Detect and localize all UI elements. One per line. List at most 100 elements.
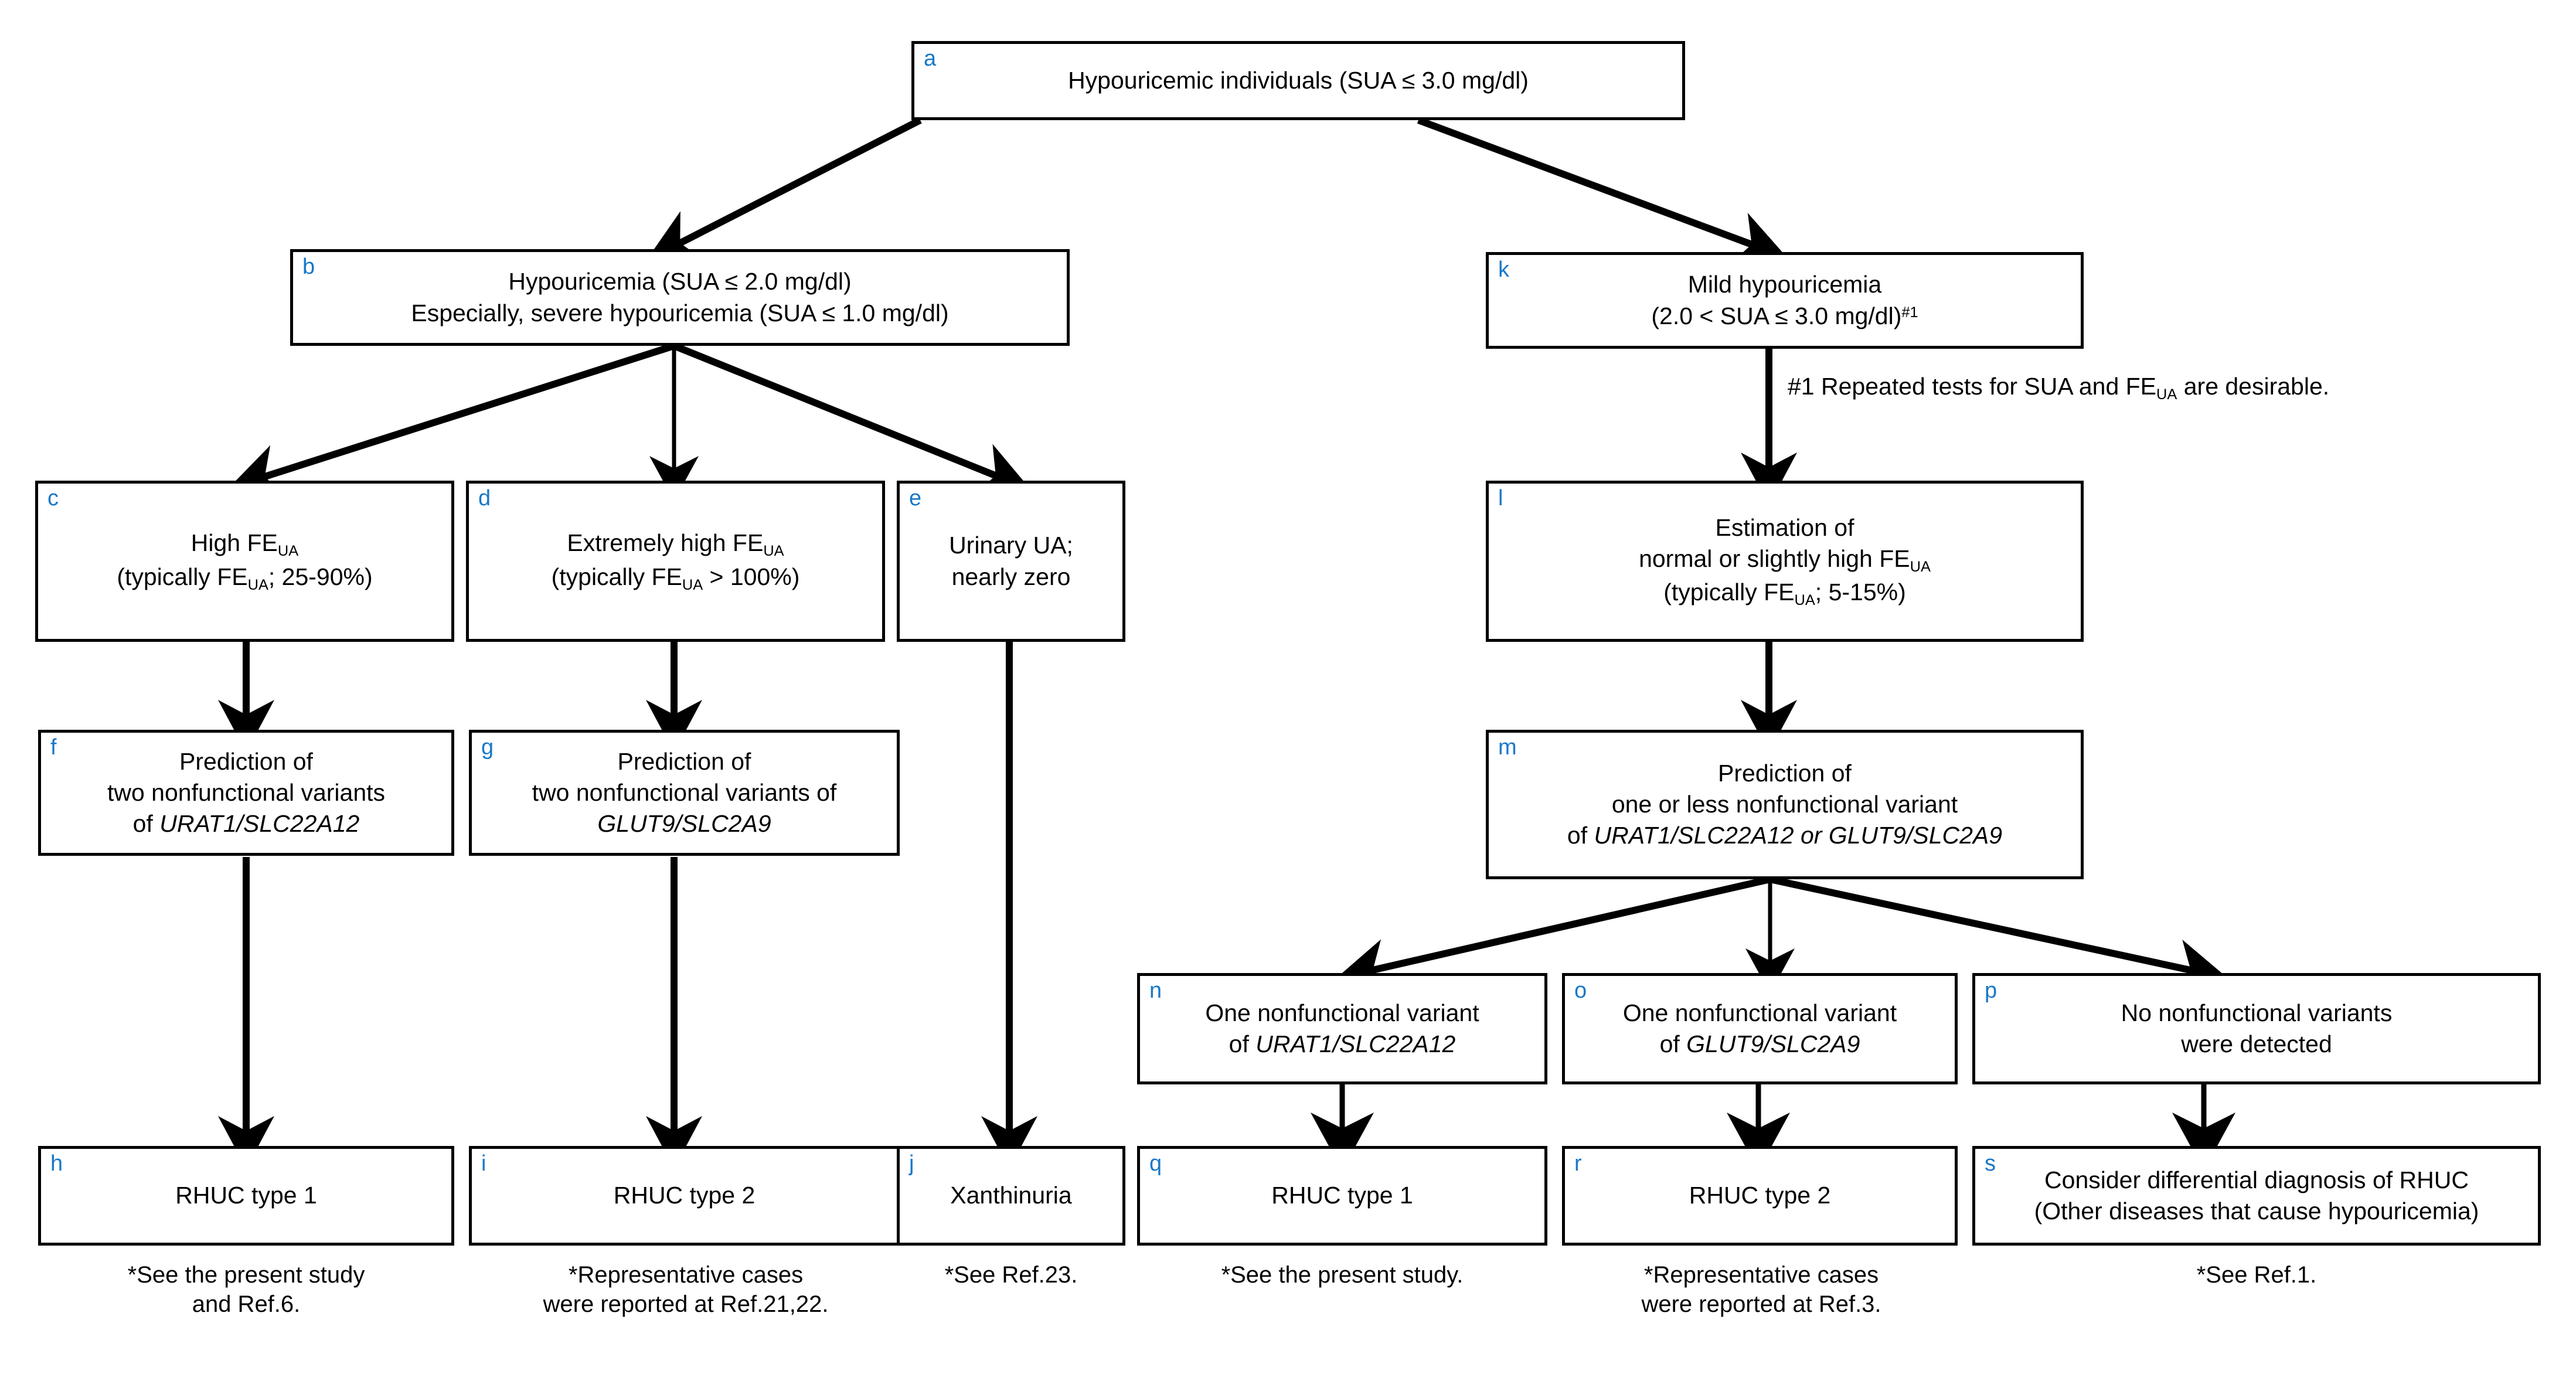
node-q[interactable]: q RHUC type 1 [1137,1146,1547,1246]
footnote-1-suffix: are desirable. [2177,373,2330,400]
node-c-l2sub: UA [247,576,268,593]
node-h[interactable]: h RHUC type 1 [38,1146,454,1246]
node-i[interactable]: i RHUC type 2 [469,1146,900,1246]
node-r[interactable]: r RHUC type 2 [1562,1146,1958,1246]
node-b[interactable]: b Hypouricemia (SUA ≤ 2.0 mg/dl)Especial… [290,249,1070,346]
node-e-line2: nearly zero [951,563,1071,590]
node-e-text: Urinary UA; nearly zero [943,530,1079,593]
node-i-tag: i [481,1151,486,1176]
node-l-tag: l [1498,486,1503,511]
node-l-l2a: normal or slightly high FE [1639,545,1910,572]
node-m[interactable]: m Prediction of one or less nonfunctional… [1486,730,2084,879]
edge-a-to-b [646,117,922,261]
node-k-l2a: (2.0 < SUA ≤ 3.0 mg/dl) [1651,302,1902,329]
node-a[interactable]: a Hypouricemic individuals (SUA ≤ 3.0 mg… [911,41,1685,120]
edge-b-to-e [672,342,1031,496]
node-r-text: RHUC type 2 [1689,1182,1831,1209]
node-a-text: Hypouricemic individuals (SUA ≤ 3.0 mg/d… [1068,66,1529,94]
node-h-text: RHUC type 1 [175,1182,317,1209]
node-j-tag: j [909,1151,914,1176]
node-m-gene-2: GLUT9/SLC2A9 [1828,822,2003,849]
node-j[interactable]: j Xanthinuria [897,1146,1125,1246]
node-g-line1: Prediction of [617,747,751,775]
node-o-tag: o [1574,978,1587,1003]
node-g-gene: GLUT9/SLC2A9 [597,810,771,838]
node-n-line1: One nonfunctional variant [1205,999,1479,1026]
caption-j: *See Ref.23. [944,1262,1078,1288]
node-k-footnote-marker: #1 [1901,304,1918,321]
node-b-line1: Hypouricemia (SUA ≤ 2.0 mg/dl) [508,268,852,295]
node-s[interactable]: s Consider differential diagnosis of RHU… [1972,1146,2541,1246]
node-m-gene-1: URAT1/SLC22A12 [1594,822,1794,849]
node-d-l1sub: UA [763,543,784,560]
node-o-gene: GLUT9/SLC2A9 [1686,1030,1860,1057]
node-o[interactable]: o One nonfunctional variant of GLUT9/SLC2… [1562,973,1958,1084]
node-s-tag: s [1985,1151,1996,1176]
node-m-text: Prediction of one or less nonfunctional v… [1561,758,2008,852]
node-e[interactable]: e Urinary UA; nearly zero [897,481,1125,642]
node-k-tag: k [1498,257,1509,282]
node-m-line1: Prediction of [1718,759,1852,787]
node-d-text: Extremely high FEUA(typically FEUA > 100… [546,528,806,594]
node-p-line1: No nonfunctional variants [2121,999,2393,1026]
node-b-tag: b [302,254,315,279]
node-p-line2: were detected [2181,1030,2332,1057]
node-l-l3a: (typically FE [1663,579,1795,606]
caption-s: *See Ref.1. [2196,1262,2317,1288]
node-e-line1: Urinary UA; [949,532,1073,559]
node-d-l2b: > 100%) [703,563,800,590]
node-a-tag: a [924,46,937,71]
node-r-tag: r [1574,1151,1582,1176]
node-j-text: Xanthinuria [950,1182,1072,1209]
edge-m-to-n [1336,876,1771,995]
node-d-tag: d [478,486,491,511]
node-c-l1a: High FE [190,529,278,557]
caption-q: *See the present study. [1221,1262,1464,1288]
node-f-tag: f [50,735,57,760]
node-p[interactable]: p No nonfunctional variants were detected [1972,973,2541,1084]
node-h-tag: h [50,1151,63,1176]
node-d-l2a: (typically FE [551,563,682,590]
node-c[interactable]: c High FEUA(typically FEUA; 25-90%) [35,481,454,642]
node-o-line1: One nonfunctional variant [1622,999,1897,1026]
node-m-l3a: of [1567,822,1594,849]
node-g-tag: g [481,735,494,760]
node-s-text: Consider differential diagnosis of RHUC(… [2029,1165,2485,1227]
node-c-l1sub: UA [277,543,299,560]
node-m-tag: m [1498,735,1517,760]
node-p-tag: p [1985,978,1997,1003]
node-c-l2b: ; 25-90%) [268,563,373,590]
node-l-l3sub: UA [1794,592,1815,609]
caption-h: *See the present study and Ref.6. [127,1262,365,1318]
caption-r: *Representative cases were reported at R… [1641,1262,1881,1318]
node-d-l1a: Extremely high FE [567,529,764,557]
node-p-text: No nonfunctional variants were detected [2115,998,2398,1060]
footnote-1-prefix: #1 Repeated tests for SUA and FE [1788,373,2157,400]
node-o-l2a: of [1659,1030,1687,1057]
node-s-line1: Consider differential diagnosis of RHUC [2044,1166,2469,1193]
node-c-l2a: (typically FE [117,563,248,590]
node-f-gene: URAT1/SLC22A12 [159,810,360,838]
node-m-l3b: or [1794,822,1829,849]
node-m-line2: one or less nonfunctional variant [1611,790,1958,818]
node-o-text: One nonfunctional variant of GLUT9/SLC2A9 [1617,998,1903,1060]
node-f-line1: Prediction of [179,747,313,775]
node-d-l2sub: UA [682,576,703,593]
node-k[interactable]: k Mild hypouricemia(2.0 < SUA ≤ 3.0 mg/d… [1486,252,2084,349]
node-l-l2sub: UA [1910,559,1931,576]
node-e-tag: e [909,486,922,511]
node-k-text: Mild hypouricemia(2.0 < SUA ≤ 3.0 mg/dl)… [1645,269,1924,332]
edge-m-to-p [1769,876,2228,995]
node-l-l3b: ; 5-15%) [1815,579,1906,606]
node-d[interactable]: d Extremely high FEUA(typically FEUA > 1… [466,481,885,642]
node-i-text: RHUC type 2 [613,1182,756,1209]
node-c-text: High FEUA(typically FEUA; 25-90%) [111,528,378,594]
